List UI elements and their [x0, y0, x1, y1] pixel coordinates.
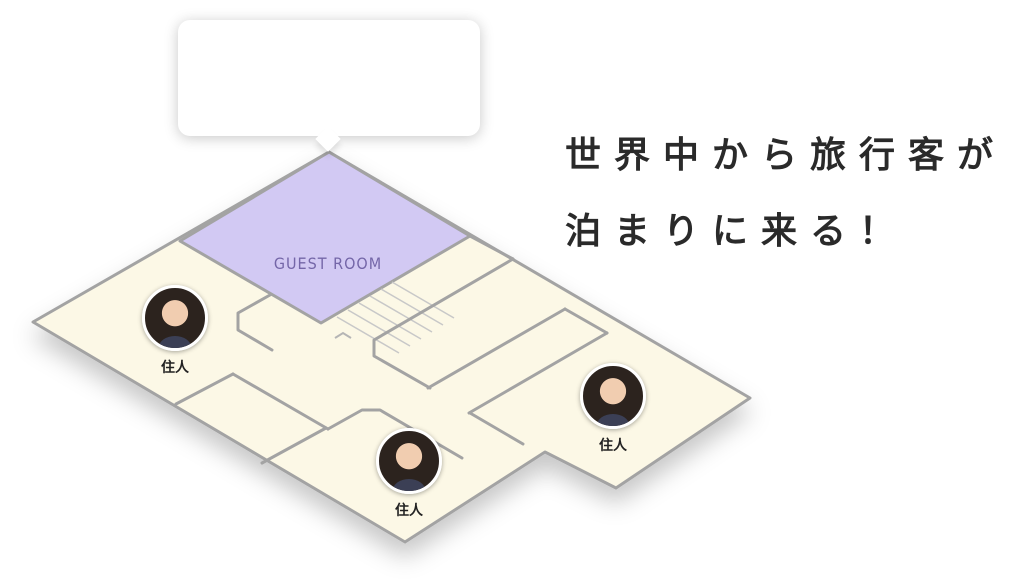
staircase [336, 281, 455, 354]
guest-room-label: GUEST ROOM [273, 254, 383, 273]
stair-arrow [334, 331, 352, 339]
interior-walls [174, 234, 609, 465]
avatar [376, 428, 442, 494]
resident-3: 住人 [367, 428, 451, 520]
resident-label: 住人 [599, 438, 627, 454]
headline-line-2: 泊まりに来る！ [565, 211, 909, 252]
resident-label: 住人 [161, 360, 189, 376]
avatar [580, 363, 646, 429]
resident-1: 住人 [133, 285, 217, 377]
headline: 世界中から旅行客が 泊まりに来る！ [565, 118, 1015, 270]
speech-bubble [178, 20, 480, 136]
guest-room [178, 150, 472, 325]
resident-2: 住人 [571, 363, 655, 455]
resident-label: 住人 [395, 503, 423, 519]
avatar [142, 285, 208, 351]
headline-line-1: 世界中から旅行客が [565, 135, 1007, 176]
